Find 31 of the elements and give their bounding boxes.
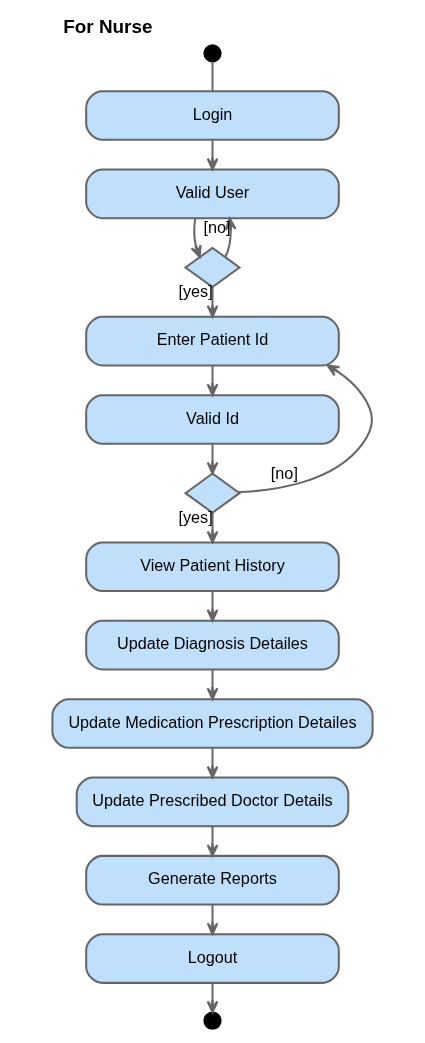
arrow [206, 747, 219, 779]
node-box: Enter Patient Id [85, 315, 340, 367]
edge-label: [no] [203, 218, 231, 237]
arrow [206, 826, 219, 857]
node-box: Logout [85, 933, 340, 984]
arrow [206, 669, 219, 701]
node-box: Login [85, 90, 340, 141]
arrow [206, 591, 219, 622]
edge-label: [yes] [178, 507, 213, 526]
node-box: Generate Reports [85, 854, 340, 906]
arrow [206, 904, 219, 936]
edge-label: [yes] [178, 282, 213, 301]
node-box: Valid Id [85, 394, 340, 445]
node-box: Valid User [85, 168, 340, 220]
node-box: Update Medication Prescription Detailes [51, 698, 374, 749]
arrow [206, 287, 219, 318]
arrow [190, 218, 202, 258]
node-circle [203, 1011, 222, 1030]
node-circle [203, 44, 222, 63]
node-box: Update Prescribed Doctor Details [75, 776, 350, 828]
diagram-title: For Nurse [63, 16, 153, 38]
arrow [238, 364, 373, 494]
arrow [206, 512, 219, 544]
node-box: Update Diagnosis Detailes [85, 619, 340, 671]
arrow [206, 983, 219, 1014]
arrow [206, 444, 219, 475]
arrow [206, 365, 219, 397]
arrow [206, 140, 219, 171]
node-box: View Patient History [85, 541, 340, 593]
edge-label: [no] [270, 463, 298, 482]
connector [211, 61, 214, 92]
